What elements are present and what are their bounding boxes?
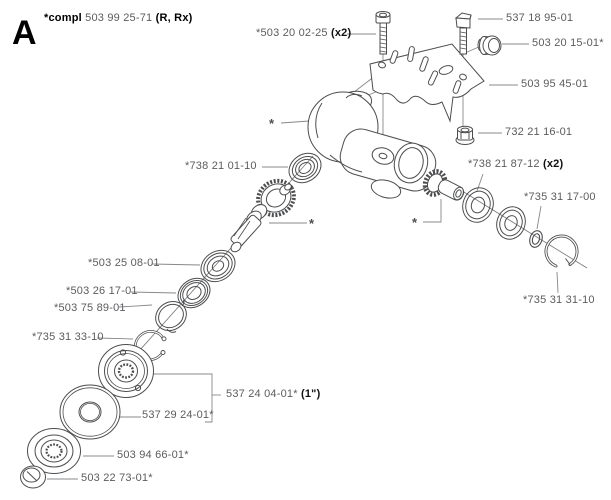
hex-nut-drawing [455,125,475,145]
lower-bearing-drawing [200,249,236,283]
assembly-title: *compl 503 99 25-71 (R, Rx) [44,12,193,24]
part-label-503-20-02-25: *503 20 02-25 (x2) [256,27,352,39]
square-head-bolt-drawing [454,12,472,55]
part-label-735-31-31-10: *735 31 31-10 [523,294,595,306]
gearbox-housing-drawing [307,90,437,199]
title-suffix: (R, Rx) [155,12,193,24]
part-label-735-31-17-00: *735 31 17-00 [524,191,596,203]
part-label-503-95-45-01: 503 95 45-01 [521,78,589,90]
circlip-drawing [544,234,579,268]
part-label-503-94-66-01: 503 94 66-01* [117,449,189,461]
asterisk-marker-housing: * [269,116,275,131]
part-label-738-21-87-12: *738 21 87-12 (x2) [468,158,564,170]
plug-drawing [477,35,502,56]
part-label-537-18-95-01: 537 18 95-01 [506,12,574,24]
small-cup-nut-drawing [20,465,46,489]
part-label-503-26-17-01: *503 26 17-01 [66,285,138,297]
title-number: 503 99 25-71 [85,12,153,24]
support-cup-drawing [27,428,81,474]
output-bearing-drawing [288,152,322,184]
figure-letter: A [12,14,37,52]
crown-gear-drawing [256,178,296,218]
part-label-503-25-08-01: *503 25 08-01 [88,257,160,269]
socket-bolt-drawing [375,11,391,55]
guard-plate-drawing [369,43,485,123]
input-bearing2-drawing [496,206,526,240]
part-label-537-24-04-01: 537 24 04-01* (1") [226,388,321,400]
part-label-503-75-89-01: *503 75 89-01 [54,302,126,314]
part-label-503-22-73-01: 503 22 73-01* [81,472,153,484]
part-label-537-29-24-01: 537 29 24-01* [142,409,214,421]
part-label-735-31-33-10: *735 31 33-10 [32,331,104,343]
shim-ring-drawing [529,230,543,248]
part-label-738-21-01-10: *738 21 01-10 [185,160,257,172]
asterisk-marker-output-shaft: * [309,216,315,231]
drive-disc-drawing [98,344,154,398]
input-bearing-drawing [462,187,494,223]
seal-ring-drawing [177,277,211,309]
title-prefix: *compl [44,12,82,24]
asterisk-marker-pinion: * [412,215,418,230]
pinion-gear-drawing [422,169,465,201]
dished-washer-drawing [59,384,121,440]
part-label-503-20-15-01: 503 20 15-01* [532,37,604,49]
kit-bracket [152,373,221,423]
part-label-732-21-16-01: 732 21 16-01 [505,126,573,138]
output-shaft-drawing [230,204,268,253]
lock-washer-drawing [155,299,187,333]
